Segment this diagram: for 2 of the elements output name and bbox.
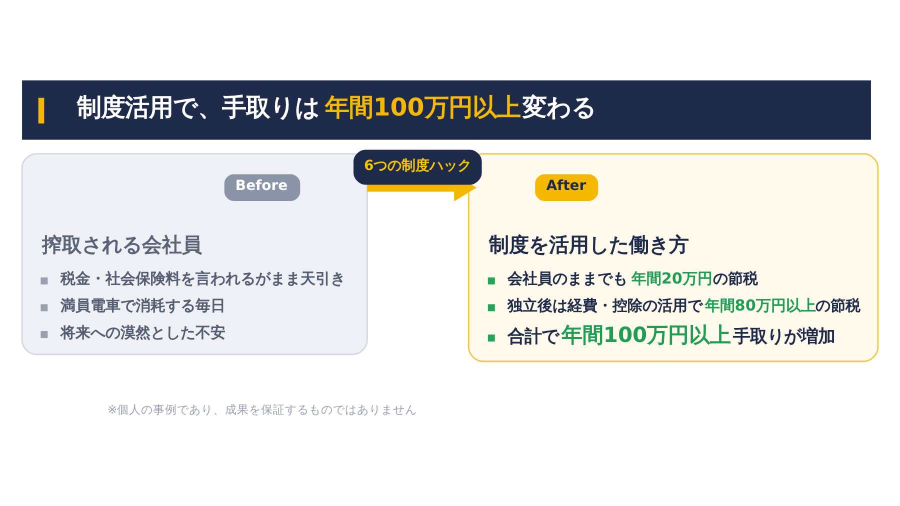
diagram-title: 制度活用で、手取りは年間100万円以上変わる xyxy=(76,92,596,122)
label: ※個人の事例であり、成果を保証するものではありません xyxy=(107,402,418,416)
